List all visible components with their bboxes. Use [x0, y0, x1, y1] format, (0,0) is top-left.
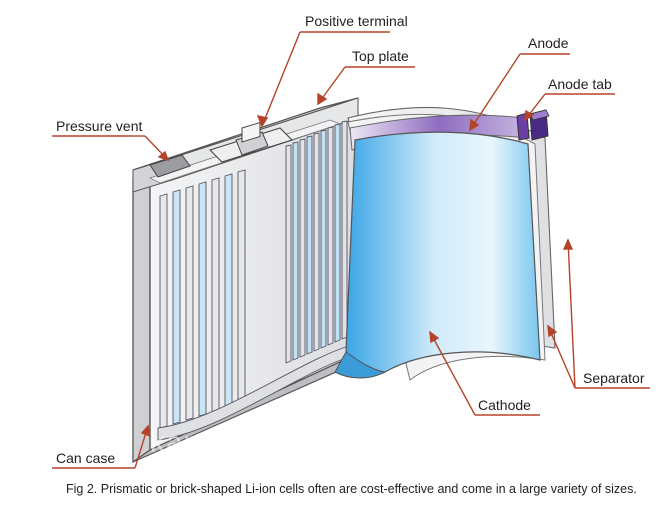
positive-terminal — [208, 121, 294, 163]
electrode-plate — [299, 138, 306, 358]
electrode-plate — [313, 132, 320, 352]
electrode-plate — [320, 129, 327, 349]
figure-caption: Fig 2. Prismatic or brick-shaped Li-ion … — [66, 482, 637, 496]
label-anode: Anode — [528, 35, 569, 51]
leader-lines — [52, 31, 650, 469]
label-pressure-vent: Pressure vent — [56, 118, 142, 134]
label-top-plate: Top plate — [352, 48, 409, 64]
electrode-plate — [285, 144, 292, 364]
label-cathode: Cathode — [478, 397, 531, 413]
electrode-plate — [306, 135, 313, 355]
electrode-plate — [292, 141, 299, 361]
electrode-plate — [198, 181, 207, 417]
leader-cathode — [429, 331, 476, 416]
electrode-plate — [237, 169, 246, 405]
label-anode-tab: Anode tab — [548, 76, 612, 92]
watermark: kamcy.en.alibaba.com — [150, 426, 466, 459]
electrode-plate — [211, 177, 220, 413]
electrode-plate — [159, 193, 168, 429]
cathode-sheet — [334, 131, 541, 379]
leader-separator-2 — [567, 239, 576, 389]
pressure-vent — [149, 154, 191, 178]
electrode-plate — [224, 173, 233, 409]
label-can-case: Can case — [56, 450, 115, 466]
label-positive-terminal: Positive terminal — [305, 13, 408, 29]
electrode-plate — [185, 185, 194, 421]
electrode-plate — [172, 189, 181, 425]
leader-positive-terminal — [261, 31, 301, 127]
electrode-plate — [327, 126, 334, 346]
electrode-plates — [157, 120, 353, 441]
anode-tab — [516, 109, 550, 141]
li-ion-cell-diagram: Positive terminal Top plate Anode Anode … — [52, 13, 650, 469]
leader-anode — [469, 53, 521, 131]
electrode-plate — [334, 123, 341, 343]
label-separator: Separator — [583, 370, 645, 386]
electrode-plate — [341, 120, 348, 340]
leader-separator-1 — [547, 325, 576, 389]
